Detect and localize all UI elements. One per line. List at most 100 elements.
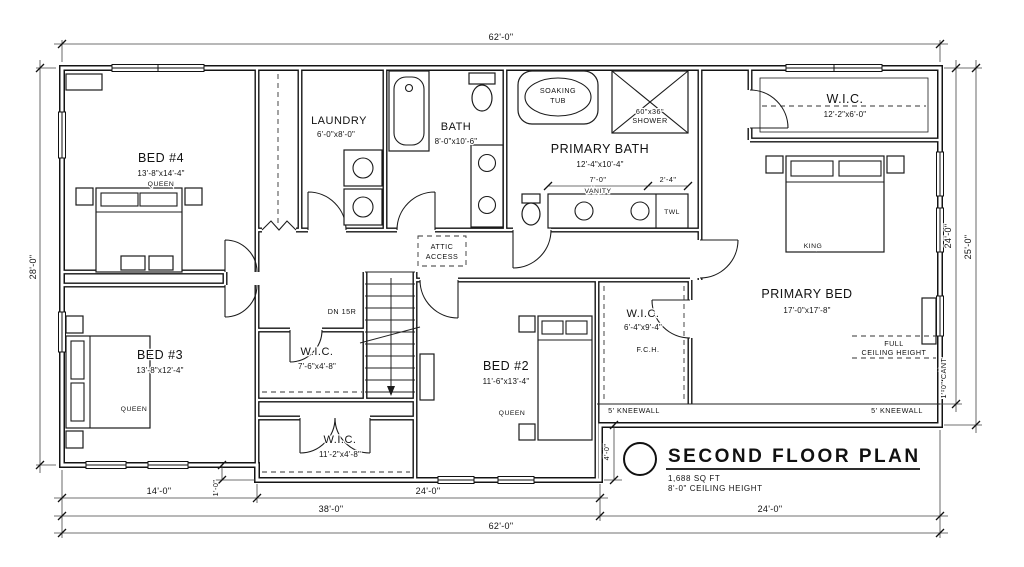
bed-label-bed3: QUEEN [121,406,148,413]
soaking-tub-label-2: TUB [550,96,566,105]
room-label-wic-hall: W.I.C. [301,346,334,358]
shower-label-2: SHOWER [632,116,667,125]
bed-label-bed4: QUEEN [148,181,175,188]
kneewall-label-right: 5' KNEEWALL [871,406,923,415]
nightstand [184,187,203,206]
full-ceiling-label-2: CEILING HEIGHT [862,348,927,357]
room-label-bed4: BED #4 [138,151,184,165]
attic-label-1: ATTIC [431,242,454,251]
primary-bath-door [512,229,552,269]
full-ceiling-label-1: FULL [884,339,904,348]
room-size-bed3: 13'-8"x12'-4" [136,366,183,375]
dim-bottom-jog: 1'-0" [211,480,220,497]
dim-bottom-span-right: 24'-0" [758,504,783,514]
walls [62,68,940,480]
room-label-laundry: LAUNDRY [311,115,367,127]
room-size-primary-bed: 17'-0"x17'-8" [783,306,830,315]
dim-vanity-side: 2'-4" [660,175,677,184]
room-label-bath: BATH [441,121,472,133]
wic-bottom-doors [299,417,371,454]
fch-label: F.C.H. [637,345,660,354]
room-size-wic-top: 12'-2"x6'-0" [824,110,867,119]
primary-bed-door [699,239,739,279]
kneewall-lines [597,335,940,405]
stairs-label: DN 15R [328,307,357,316]
room-size-wic-bottom: 11'-2"x4'-8" [319,450,361,459]
wic-hall-door [289,329,323,363]
plan-title: SECOND FLOOR PLAN [668,446,921,467]
room-size-bed4: 13'-8"x14'-4" [137,169,184,178]
room-label-bed3: BED #3 [137,348,183,362]
bed-label-primary: KING [804,243,823,250]
room-size-laundry: 6'-0"x8'-0" [317,130,355,139]
closet-rods [262,74,929,473]
bath-door [396,191,436,231]
room-label-wic-top: W.I.C. [826,92,863,106]
bench [120,255,146,271]
kneewall-label-left: 5' KNEEWALL [608,406,660,415]
closet-bifold-door [261,220,297,231]
nightstand [518,315,536,333]
room-label-primary-bed: PRIMARY BED [761,287,852,301]
laundry-door [307,191,347,231]
shower [611,70,689,134]
soaking-tub-label-1: SOAKING [540,86,576,95]
cant-label: 1'-0" CANT [939,357,948,398]
labels: BED #4 13'-8"x14'-4" QUEEN LAUNDRY 6'-0"… [27,31,974,532]
room-label-wic-bottom: W.I.C. [324,434,357,446]
doors [224,89,789,454]
soaking-tub [517,70,599,125]
dim-vanity-main: 7'-0" [590,175,607,184]
queen-bed-bed4 [65,73,203,273]
attic-access-hatch [417,235,467,267]
primary-toilet [521,193,541,226]
queen-bed-bed2 [419,315,593,441]
attic-label-2: ACCESS [426,252,459,261]
vanity-label: VANITY [584,188,611,195]
nightstand [765,155,784,174]
nightstand [518,423,536,441]
title-bullet-icon [623,442,657,476]
washer-dryer [343,149,383,226]
bench [148,255,174,271]
dresser [65,73,103,91]
dim-title-offset: 4'-0" [602,444,611,461]
bed3-door [224,284,258,318]
bathtub [388,70,430,152]
dim-bottom-total: 62'-0" [489,521,514,531]
queen-bed-bed3 [65,315,151,449]
dim-bottom-mid: 24'-0" [416,486,441,496]
room-size-bed2: 11'-6"x13'-4" [483,377,530,386]
room-size-primary-bath: 12'-4"x10'-4" [576,160,623,169]
nightstand [886,155,905,174]
bed2-door [419,279,459,319]
windows [58,64,944,484]
dim-right-inner: 24'-0" [943,224,953,249]
room-size-wic-hall: 7'-6"x4'-8" [298,362,336,371]
title-block: SECOND FLOOR PLAN 1,688 SQ FT 8'-0" CEIL… [623,442,921,493]
king-bed-primary [765,155,937,345]
primary-vanity [547,193,689,229]
dim-bottom-left: 14'-0" [147,486,172,496]
dim-bottom-span-left: 38'-0" [319,504,344,514]
room-label-wic-primary: W.I.C. [627,308,660,320]
dresser [921,297,937,345]
nightstand [75,187,94,206]
room-label-primary-bath: PRIMARY BATH [551,142,649,156]
dim-top: 62'-0" [489,32,514,42]
dimension-lines [35,39,982,538]
towel-label: TWL [664,209,680,216]
bed-label-bed2: QUEEN [499,410,526,417]
plan-area: 1,688 SQ FT [668,474,720,483]
bath-vanity-sinks [470,144,504,228]
dresser [419,353,435,401]
room-label-bed2: BED #2 [483,359,529,373]
dim-right-outer: 25'-0" [963,235,973,260]
bed4-door [224,239,258,273]
wic-top-right-door [749,89,789,129]
room-size-wic-primary: 6'-4"x9'-4" [624,323,662,332]
dim-left: 28'-0" [28,255,38,280]
toilet [468,72,496,112]
